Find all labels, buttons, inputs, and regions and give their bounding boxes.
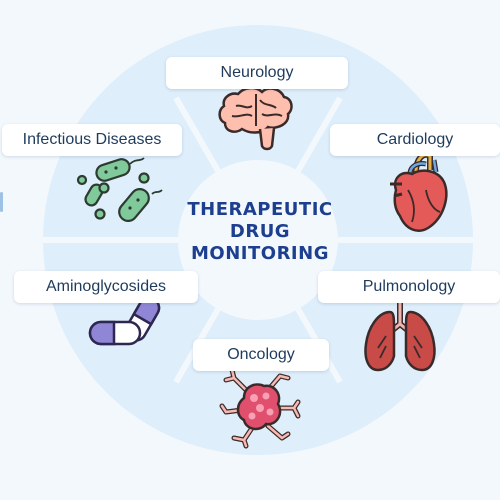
- edge-marker: [0, 192, 3, 212]
- center-title-line-2: DRUG: [229, 221, 291, 242]
- heart-icon: [390, 151, 448, 232]
- center-title-line-1: THERAPEUTIC: [187, 199, 333, 220]
- bacteria-icon: [76, 157, 163, 222]
- center-title-line-3: MONITORING: [191, 243, 329, 264]
- segment-label-infectious-diseases: Infectious Diseases: [2, 124, 182, 156]
- segment-label-pulmonology: Pulmonology: [318, 271, 500, 303]
- segment-label-cardiology: Cardiology: [330, 124, 500, 156]
- segment-label-oncology: Oncology: [193, 339, 329, 371]
- brain-icon: [218, 86, 293, 151]
- tumor-cell-icon: [219, 367, 301, 449]
- segment-label-neurology: Neurology: [166, 57, 348, 89]
- segment-label-aminoglycosides: Aminoglycosides: [14, 271, 198, 303]
- lungs-icon: [364, 298, 436, 372]
